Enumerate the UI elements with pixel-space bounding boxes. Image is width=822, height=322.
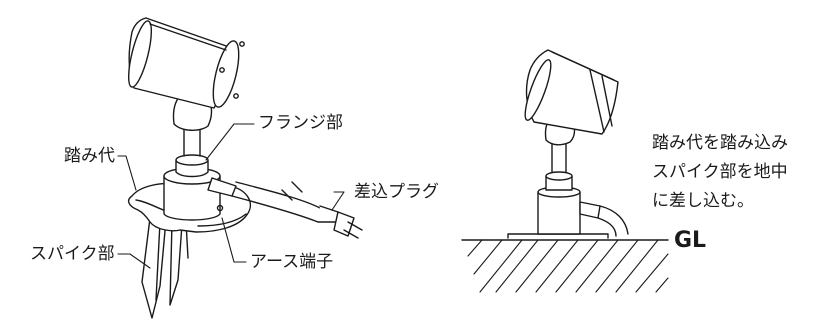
label-spike: スパイク部	[30, 244, 115, 264]
cable-left	[207, 177, 363, 239]
instruction-line-3: に差し込む。	[652, 191, 754, 211]
spike-light-left	[117, 17, 363, 319]
right-body	[507, 115, 609, 239]
lamp-head	[127, 17, 245, 109]
instruction-line-1: 踏み代を踏み込み	[652, 133, 788, 153]
cable-right	[579, 201, 629, 237]
ground-hatch	[461, 239, 669, 293]
right-lamp-head	[524, 49, 619, 135]
instruction-line-2: スパイク部を地中	[652, 162, 788, 182]
leaders-left	[117, 123, 345, 269]
spike-light-right	[461, 49, 669, 293]
ground-level-label: GL	[674, 228, 707, 253]
label-earth: アース端子	[250, 252, 334, 272]
label-plug: 差込プラグ	[354, 182, 439, 202]
label-step: 踏み代	[64, 146, 115, 166]
spike-stakes	[141, 217, 189, 319]
stem	[183, 125, 201, 157]
label-flange: フランジ部	[258, 113, 343, 133]
flange-body	[163, 154, 224, 221]
